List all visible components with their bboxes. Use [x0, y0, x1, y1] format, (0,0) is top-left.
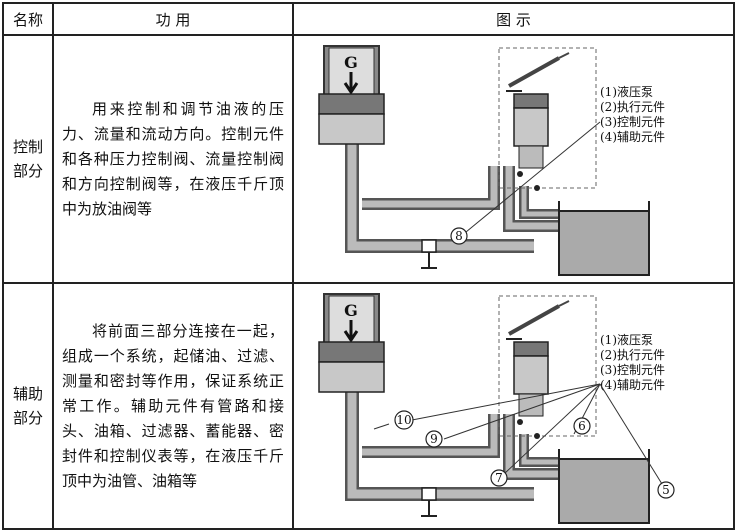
legend-pump: (1)液压泵	[600, 84, 653, 99]
header-name: 名称	[2, 2, 54, 36]
header-figure: 图 示	[292, 2, 735, 36]
callout-number: 8	[455, 229, 463, 243]
legend-auxiliary: (4)辅助元件	[600, 378, 665, 392]
header-row: 名称 功 用 图 示	[2, 2, 735, 36]
weight-label: G	[344, 301, 358, 320]
row-name-line: 控制	[12, 138, 43, 156]
row-name-line: 部分	[12, 162, 43, 180]
legend-actuator: (2)执行元件	[600, 348, 665, 362]
figure-cell: G	[292, 34, 735, 284]
row-function-text: 用来控制和调节油液的压力、流量和流动方向。控制元件和各种压力控制阀、流量控制阀和…	[52, 34, 294, 284]
callout-number: 9	[430, 432, 438, 446]
row-name-cell: 控制 部分	[2, 34, 54, 284]
legend-actuator: (2)执行元件	[600, 100, 665, 114]
figure-cell: G (1)液压泵 (2)执行元件 (3)控制元件	[292, 282, 735, 530]
hydraulic-jack-diagram: G	[318, 45, 665, 276]
callout-number: 10	[396, 413, 411, 427]
legend-auxiliary: (4)辅助元件	[600, 130, 665, 144]
row-name-cell: 辅助 部分	[2, 282, 54, 530]
legend-control: (3)控制元件	[600, 115, 665, 129]
weight-label: G	[344, 53, 358, 72]
header-function: 功 用	[52, 2, 294, 36]
row-auxiliary: 辅助 部分 将前面三部分连接在一起，组成一个系统，起储油、过滤、测量和密封等作用…	[2, 282, 735, 530]
callout-number: 5	[662, 483, 670, 497]
legend-control: (3)控制元件	[600, 363, 665, 377]
row-function-text: 将前面三部分连接在一起，组成一个系统，起储油、过滤、测量和密封等作用，保证系统正…	[52, 282, 294, 530]
row-control: 控制 部分 用来控制和调节油液的压力、流量和流动方向。控制元件和各种压力控制阀、…	[2, 34, 735, 284]
callout-number: 7	[495, 471, 503, 485]
hydraulic-jack-diagram: G (1)液压泵 (2)执行元件 (3)控制元件	[318, 293, 675, 524]
legend-pump: (1)液压泵	[600, 332, 653, 347]
row-name-line: 辅助	[12, 385, 43, 403]
callout-number: 6	[578, 419, 586, 433]
row-name-line: 部分	[12, 409, 43, 427]
